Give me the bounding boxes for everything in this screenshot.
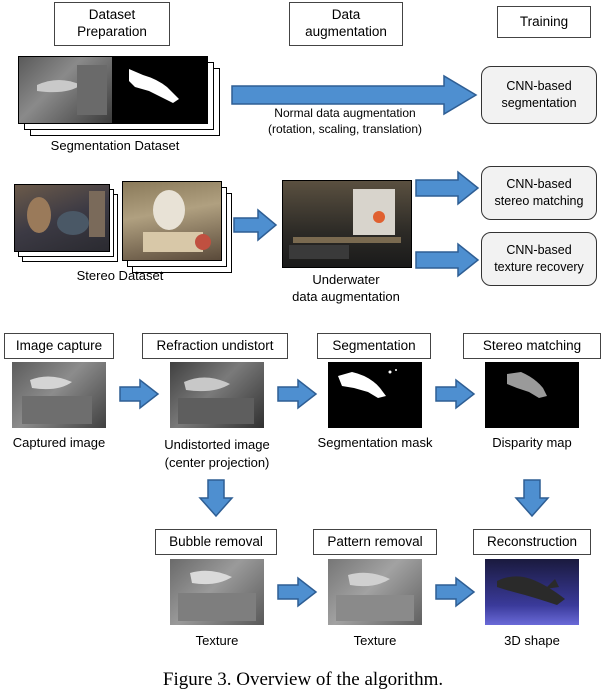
cnn-stereo-text: CNN-based stereo matching [494, 177, 584, 208]
fish-icon [37, 65, 107, 115]
capture-to-undistort-arrow [119, 378, 160, 410]
undistorted-image-label-1: Undistorted image [164, 437, 270, 452]
undistorted-image-label-2: (center projection) [164, 455, 270, 470]
underwater-to-texture-arrow [415, 242, 480, 278]
underwater-augmentation-label-2: data augmentation [292, 289, 400, 304]
stereo-dataset-label: Stereo Dataset [76, 268, 164, 283]
texture-fish-icon-2 [336, 572, 414, 621]
step-stereo-matching: Stereo matching [463, 333, 601, 359]
undistort-to-segmentation-arrow [277, 378, 318, 410]
texture-label-2: Texture [353, 633, 397, 648]
underwater-to-stereo-arrow [415, 170, 480, 206]
segmentation-dataset-label: Segmentation Dataset [50, 138, 180, 153]
underwater-scene-icon [289, 189, 401, 259]
step-refraction-undistort: Refraction undistort [142, 333, 288, 359]
captured-fish-icon [22, 376, 92, 424]
step-stereo-matching-text: Stereo matching [482, 337, 582, 353]
disparity-map-label: Disparity map [492, 435, 572, 450]
header-dataset-preparation: Dataset Preparation [54, 2, 170, 46]
step-reconstruction-text: Reconstruction [486, 533, 578, 549]
step-image-capture-text: Image capture [15, 337, 103, 353]
fish-mask-icon [129, 69, 179, 103]
segmentation-mask-label: Segmentation mask [317, 435, 433, 450]
header-dataset-preparation-text: Dataset Preparation [77, 7, 147, 39]
normal-augmentation-arrow [231, 74, 478, 116]
undistorted-fish-icon [178, 377, 254, 424]
captured-image-label: Captured image [12, 435, 106, 450]
texture-image-1 [170, 559, 264, 625]
stereo-right-photo [122, 181, 222, 261]
shape-fish-icon [497, 576, 565, 605]
bubble-to-pattern-arrow [277, 576, 318, 608]
cnn-texture-box: CNN-based texture recovery [481, 232, 597, 286]
stereo-left-photo [14, 184, 110, 252]
header-training-text: Training [519, 13, 569, 29]
step-pattern-removal-text: Pattern removal [327, 533, 423, 549]
mask-fish-icon [338, 369, 397, 398]
normal-augmentation-label-2: (rotation, scaling, translation) [267, 122, 423, 136]
captured-image [12, 362, 106, 428]
cnn-segmentation-box: CNN-based segmentation [481, 66, 597, 124]
figure-caption: Figure 3. Overview of the algorithm. [162, 669, 444, 690]
texture-fish-icon-1 [178, 570, 256, 621]
scene-right-icon [143, 190, 211, 252]
texture-label-1: Texture [195, 633, 239, 648]
stereo-to-underwater-arrow [233, 208, 278, 242]
shape-3d-label: 3D shape [504, 633, 560, 648]
normal-augmentation-label-1: Normal data augmentation [274, 106, 416, 120]
segmentation-dataset-photo [18, 56, 114, 124]
texture-image-2 [328, 559, 422, 625]
step-refraction-undistort-text: Refraction undistort [156, 337, 274, 353]
segmentation-dataset-mask [112, 56, 208, 124]
step-bubble-removal-text: Bubble removal [169, 533, 263, 549]
underwater-augmentation-label-1: Underwater [312, 272, 380, 287]
step-segmentation: Segmentation [317, 333, 431, 359]
header-data-augmentation-text: Data augmentation [305, 7, 387, 39]
step-pattern-removal: Pattern removal [313, 529, 437, 555]
undistort-to-bubble-arrow [198, 479, 234, 518]
header-data-augmentation: Data augmentation [289, 2, 403, 46]
cnn-stereo-box: CNN-based stereo matching [481, 166, 597, 220]
undistorted-image [170, 362, 264, 428]
shape-3d-image [485, 559, 579, 625]
cnn-texture-text: CNN-based texture recovery [494, 243, 584, 274]
scene-left-icon [27, 191, 105, 237]
segmentation-mask-image [328, 362, 422, 428]
disparity-fish-icon [507, 372, 547, 398]
step-segmentation-text: Segmentation [332, 337, 416, 353]
step-reconstruction: Reconstruction [473, 529, 591, 555]
cnn-segmentation-text: CNN-based segmentation [501, 79, 577, 110]
underwater-augmentation-photo [282, 180, 412, 268]
disparity-map-image [485, 362, 579, 428]
pattern-to-reconstruction-arrow [435, 576, 476, 608]
step-bubble-removal: Bubble removal [155, 529, 277, 555]
step-image-capture: Image capture [4, 333, 114, 359]
disparity-to-reconstruction-arrow [514, 479, 550, 518]
segmentation-to-stereo-arrow [435, 378, 476, 410]
header-training: Training [497, 6, 591, 38]
